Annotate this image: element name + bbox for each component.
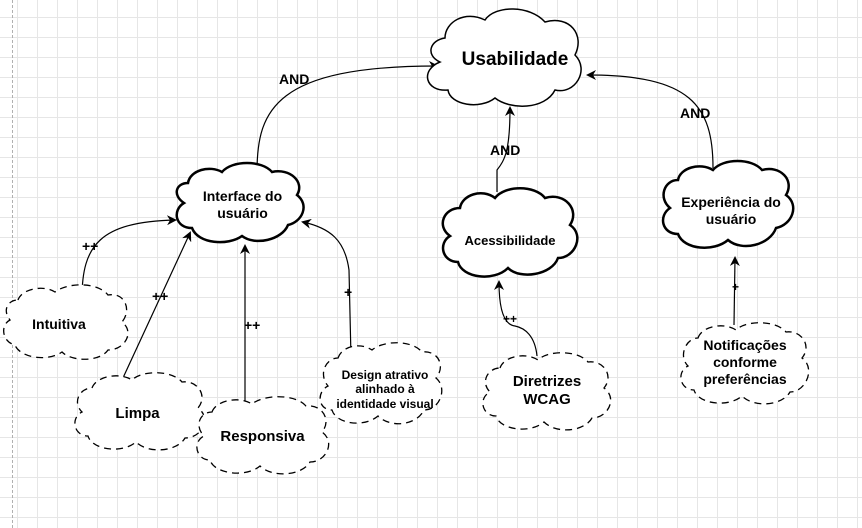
edge-limpa-interface: [121, 231, 192, 381]
node-diretrizes-label: Diretrizes WCAG: [512, 373, 582, 408]
node-usabilidade-label: Usabilidade: [461, 49, 569, 70]
node-acessibilidade-label: Acessibilidade: [464, 233, 556, 248]
cloud-experiencia: [661, 159, 795, 249]
canvas-guide-line: [12, 0, 13, 528]
cloud-acessibilidade: [441, 187, 579, 278]
edge-interface-usabilidade: [256, 61, 439, 173]
edge-label-acessibilidade-usabilidade: AND: [490, 142, 521, 158]
cloud-diretrizes: [482, 352, 612, 431]
edge-label-experiencia-usabilidade: AND: [680, 105, 711, 121]
cloud-limpa: [74, 372, 206, 451]
edge-design-interface: [301, 218, 352, 359]
edge-wcag-acessibilidade: [494, 280, 538, 357]
node-experiencia-label: Experiência do usuário: [681, 194, 781, 227]
cloud-usabilidade: [426, 8, 582, 107]
cloud-design: [319, 342, 443, 425]
edge-notificacoes-experiencia: [729, 256, 740, 326]
cloud-notificacoes: [680, 322, 810, 405]
edge-acessibilidade-usabilidade: [496, 106, 515, 192]
edge-label-responsiva-interface: ++: [244, 317, 261, 333]
cloud-responsiva: [196, 396, 330, 475]
edge-experiencia-usabilidade: [586, 70, 714, 169]
cloud-interface: [175, 161, 305, 244]
edge-label-limpa-interface: ++: [152, 288, 169, 304]
node-limpa-label: Limpa: [115, 405, 160, 422]
edge-label-intuitiva-interface: ++: [82, 238, 99, 254]
node-responsiva-label: Responsiva: [220, 428, 305, 445]
cloud-intuitiva: [3, 284, 129, 360]
edge-intuitiva-interface: [81, 215, 177, 299]
edge-label-notificacoes-experiencia: +: [732, 280, 740, 294]
node-design-label: Design atrativo alinhado à identidade vi…: [336, 368, 434, 411]
node-interface-label: Interface do usuário: [202, 188, 283, 221]
edge-label-wcag-acessibilidade: ++: [503, 312, 518, 326]
node-intuitiva-label: Intuitiva: [32, 316, 86, 332]
edge-label-interface-usabilidade: AND: [279, 71, 310, 87]
node-notificacoes-label: Notificações conforme preferências: [703, 337, 787, 387]
edge-label-design-interface: +: [344, 284, 353, 300]
